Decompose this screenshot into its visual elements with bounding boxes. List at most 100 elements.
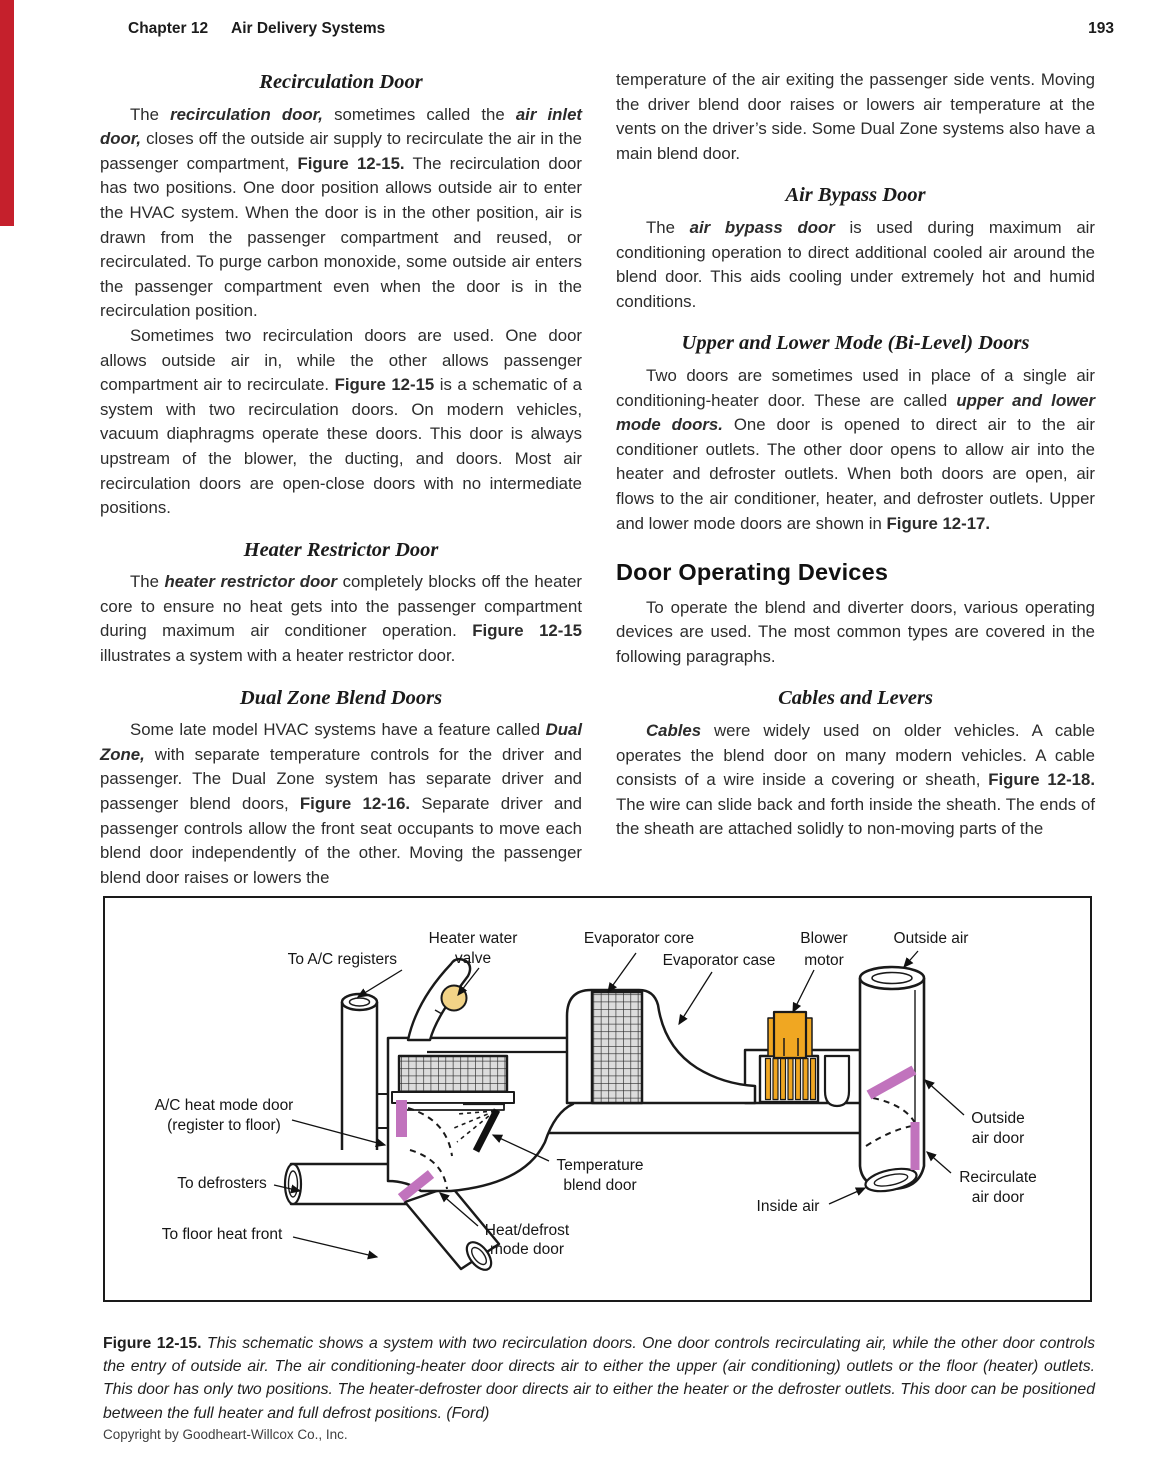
svg-text:air door: air door [972,1130,1025,1147]
heat-defrost-mode-door [397,1170,435,1202]
label-heater-water-valve: Heater water [429,930,518,947]
heading: Door Operating Devices [616,559,889,586]
label-evaporator-core: Evaporator core [584,930,694,947]
duct-channel [823,1054,851,1108]
inside-air-opening [864,1167,918,1193]
heater-core-frame [391,1091,515,1104]
paragraph: temperature of the air exiting the passe… [616,68,1095,166]
paragraph: The air bypass door is used during maxim… [616,216,1095,314]
text-segment: is a schematic of a system with two reci… [100,375,582,518]
duct-system [283,957,926,1271]
text-segment: air bypass door [689,217,835,237]
text-segment: sometimes called the [322,104,516,124]
door-swing-arcs [407,1097,916,1190]
text-segment: Figure 12-15. [297,153,405,173]
figure-caption: Figure 12-15. This schematic shows a sys… [103,1332,1095,1425]
heading: Air Bypass Door [785,184,926,207]
text-segment: To operate the blend and diverter doors,… [616,597,1095,666]
floor-heat-opening [465,1241,493,1271]
text-segment: temperature of the air exiting the passe… [616,70,1095,163]
page-number: 193 [1088,20,1114,37]
text-segment: The recirculation door has two positions… [100,153,582,321]
blower-grille-bars [764,1057,817,1101]
text-segment: Sometimes two recirculation doors are us… [100,325,582,395]
text-segment: The [646,217,690,237]
text-segment: Two doors are sometimes used in place of… [616,365,1095,410]
evaporator-core [590,990,644,1105]
text-segment: heater restrictor door [164,572,338,592]
chapter-number: Chapter 12 [128,20,209,37]
text-segment: This schematic shows a system with two r… [103,1334,1095,1422]
temperature-blend-door [472,1108,501,1153]
label-heat-defrost-mode-door: Heat/defrost [485,1222,570,1239]
text-segment: Figure 12-16. [299,794,411,814]
text-segment: Cables [646,721,702,741]
ac-registers-duct [342,1002,377,1150]
svg-text:motor: motor [804,952,844,969]
svg-text:mode door: mode door [490,1241,564,1258]
paragraph: Two doors are sometimes used in place of… [616,364,1095,536]
text-segment: Figure 12-17. [886,513,991,533]
heading: Recirculation Door [259,71,423,93]
blower-motor [767,1010,813,1060]
text-segment: recirculation door, [170,104,323,124]
label-outside-air: Outside air [894,930,969,947]
paragraph: Some late model HVAC systems have a feat… [100,718,582,890]
text-segment: were widely used on older vehicles. A ca… [616,721,1095,790]
page-header: Chapter 12 Air Delivery Systems 193 [0,20,1156,42]
text-segment: Figure 12-15. [103,1334,202,1352]
text-segment: The wire can slide back and forth inside… [616,794,1095,839]
heading: Cables and Levers [778,687,933,710]
text-segment: closes off the outside air supply to rec… [100,129,582,173]
paragraph: Sometimes two recirculation doors are us… [100,324,582,521]
figure-12-15: To A/C registers Heater water valve Evap… [103,896,1092,1302]
svg-text:blend door: blend door [563,1177,636,1194]
svg-text:valve: valve [455,950,491,967]
text-segment: Dual Zone, [100,720,582,764]
label-to-defrosters: To defrosters [177,1175,267,1192]
paragraph: Cables were widely used on older vehicle… [616,719,1095,842]
text-segment: illustrates a system with a heater restr… [100,646,456,666]
blend-door-positions [453,1110,496,1143]
page-edge-tab [0,0,14,226]
text-segment: completely blocks off the heater core to… [100,572,583,641]
outside-air-door [866,1065,917,1100]
label-recirculate-air-door: Recirculate [959,1169,1037,1186]
label-outside-air-door: Outside [971,1110,1024,1127]
text-segment: with separate temperature controls for t… [100,744,582,814]
chapter-title: Air Delivery Systems [231,20,386,37]
paragraph: The heater restrictor door completely bl… [100,570,582,668]
heading: Heater Restrictor Door [243,538,439,561]
text-segment: Separate driver and passenger controls a… [100,794,582,887]
copyright-footer: Copyright by Goodheart-Willcox Co., Inc. [103,1427,348,1442]
hvac-schematic: To A/C registers Heater water valve Evap… [155,930,1037,1271]
paragraph: To operate the blend and diverter doors,… [616,596,1095,670]
heading: Upper and Lower Mode (Bi-Level) Doors [681,332,1030,355]
text-segment: One door is opened to direct air to the … [616,415,1095,533]
label-blower-motor: Blower [800,930,847,947]
text-segment: The [130,572,165,592]
svg-text:(register to floor): (register to floor) [167,1117,281,1134]
label-evaporator-case: Evaporator case [663,952,776,969]
text-segment: air inlet door, [100,104,582,149]
figure-labels: To A/C registers Heater water valve Evap… [155,930,1037,1258]
text-segment: Some late model HVAC systems have a feat… [130,720,546,740]
text-segment: The [130,104,171,124]
text-segment: Figure 12-18. [988,770,1095,790]
label-to-floor-heat-front: To floor heat front [162,1226,283,1243]
text-segment: Figure 12-15 [472,621,582,641]
label-inside-air: Inside air [757,1198,820,1215]
text-segment: Figure 12-15 [334,375,435,395]
text-segment: is used during maximum air conditioning … [616,217,1095,311]
svg-text:air door: air door [972,1189,1025,1206]
label-ac-heat-mode-door: A/C heat mode door [155,1097,294,1114]
text-segment: upper and lower mode doors. [616,390,1096,435]
label-to-ac-registers: To A/C registers [288,951,398,968]
label-temperature-blend-door: Temperature [556,1157,643,1174]
heading: Dual Zone Blend Doors [239,686,443,709]
right-column: temperature of the air exiting the passe… [616,68,1095,842]
ac-heat-mode-door [396,1100,407,1137]
paragraph: The recirculation door, sometimes called… [100,103,582,324]
